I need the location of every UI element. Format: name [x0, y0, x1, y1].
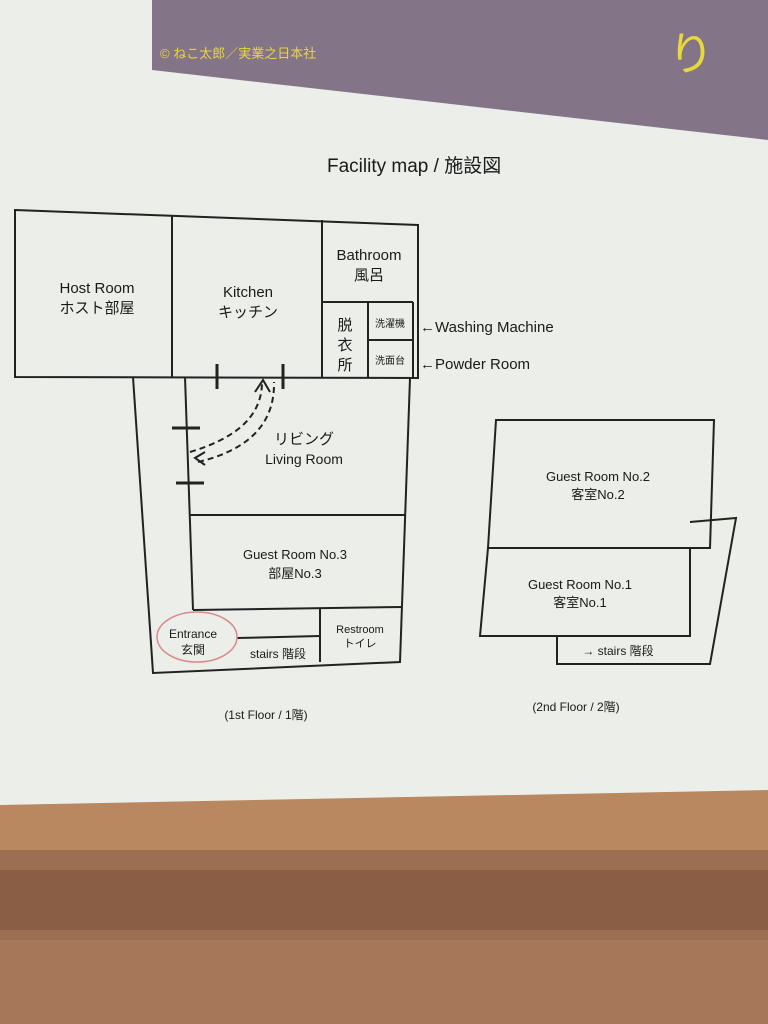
restroom-label: Restroom	[336, 624, 384, 636]
host-room-label-jp: ホスト部屋	[59, 300, 134, 317]
guest-room-2-label: Guest Room No.2	[546, 469, 650, 484]
entrance-label-jp: 玄関	[181, 642, 205, 657]
bathroom-label: Bathroom	[336, 247, 401, 264]
host-room-label: Host Room	[59, 280, 134, 297]
stairs-label-1f: stairs 階段	[250, 646, 306, 661]
powder-room-annotation: ←Powder Room	[420, 356, 530, 373]
guest-room-2-label-jp: 客室No.2	[571, 487, 624, 502]
washbasin-jp: 洗面台	[375, 354, 405, 367]
entrance-label: Entrance	[169, 627, 217, 641]
living-room-label: Living Room	[265, 451, 343, 467]
restroom-label-jp: トイレ	[344, 638, 377, 650]
poster-credit: © ねこ太郎／実業之日本社	[160, 46, 316, 61]
guest-room-3-label-jp: 部屋No.3	[268, 566, 321, 581]
dressing-room-char-3: 所	[337, 357, 352, 374]
wood-plank	[0, 870, 768, 930]
second-floor-walls	[478, 419, 738, 665]
washing-machine-annotation: ←Washing Machine	[420, 319, 554, 336]
living-room-label-jp: リビング	[274, 431, 334, 448]
guest-room-1-label: Guest Room No.1	[528, 577, 632, 592]
kitchen-label-jp: キッチン	[218, 304, 278, 321]
entry-path-arrows	[189, 378, 276, 466]
entrance-highlight-circle	[156, 611, 238, 663]
second-floor-caption: (2nd Floor / 2階)	[532, 699, 619, 714]
poster-glyph: り	[668, 28, 714, 80]
first-floor-caption: (1st Floor / 1階)	[224, 707, 307, 722]
dressing-room-char-1: 脱	[337, 317, 352, 334]
first-floor-walls	[14, 208, 419, 675]
washing-machine-jp: 洗濯機	[375, 317, 405, 330]
bathroom-label-jp: 風呂	[354, 267, 384, 284]
guest-room-1-label-jp: 客室No.1	[553, 595, 606, 610]
guest-room-3-label: Guest Room No.3	[243, 547, 347, 562]
stairs-label-2f: → stairs 階段	[582, 643, 653, 658]
kitchen-label: Kitchen	[223, 284, 273, 301]
wood-plank-lower	[0, 940, 768, 1024]
map-title: Facility map / 施設図	[327, 155, 501, 177]
poster-image	[152, 0, 768, 140]
dressing-room-char-2: 衣	[337, 337, 352, 354]
